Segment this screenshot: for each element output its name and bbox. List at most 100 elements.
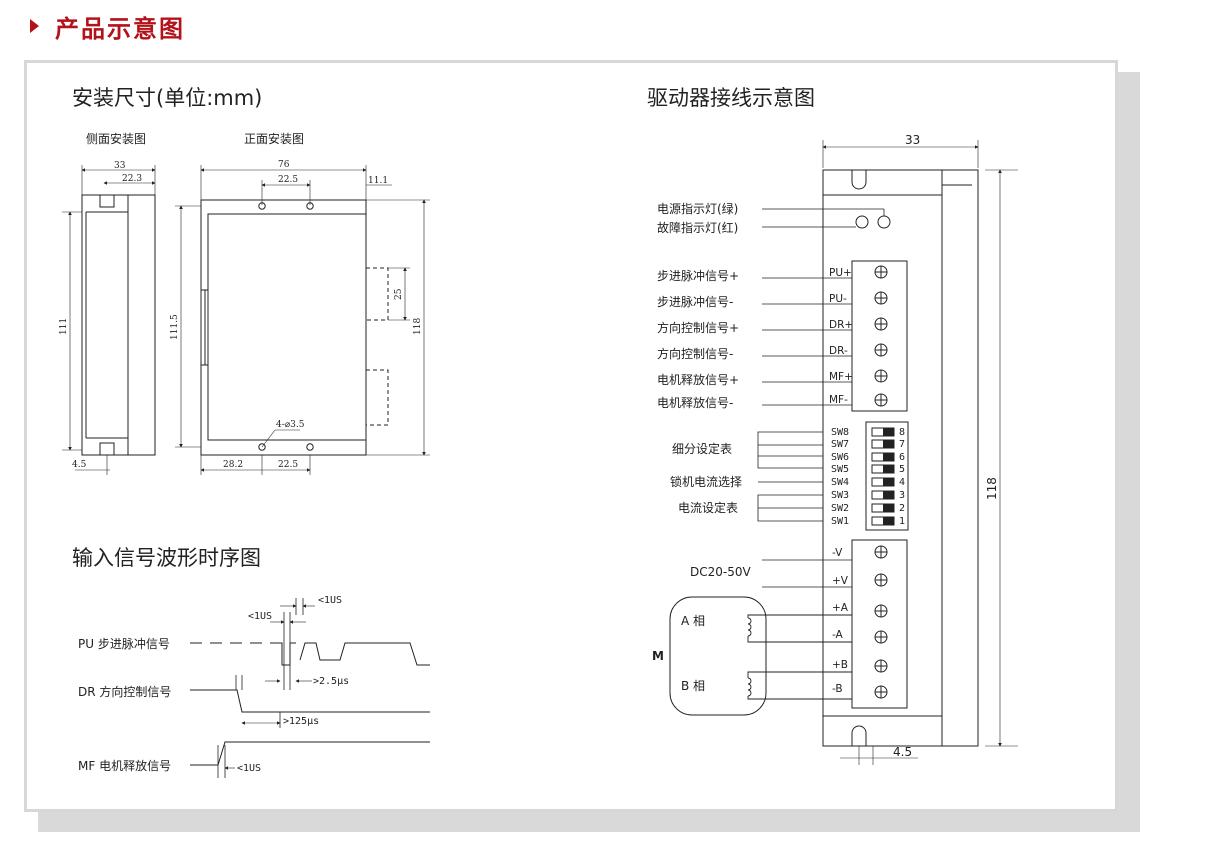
svg-text:3: 3 xyxy=(899,490,905,501)
front-hole-dim: 4-⌀3.5 xyxy=(276,420,305,430)
svg-text:6: 6 xyxy=(899,452,905,463)
svg-text:方向控制信号+: 方向控制信号+ xyxy=(657,320,739,335)
svg-text:MF+: MF+ xyxy=(829,371,853,383)
driver-outline xyxy=(669,140,1018,765)
triangle-bullet-icon xyxy=(30,19,39,33)
led-fault-label: 故障指示灯(红) xyxy=(657,220,738,235)
svg-text:1: 1 xyxy=(899,516,905,527)
svg-text:PU+: PU+ xyxy=(829,267,852,279)
switch-group-brackets xyxy=(757,431,823,522)
svg-text:SW5: SW5 xyxy=(831,464,849,475)
screw-terminal-icon xyxy=(874,343,888,357)
diagram-panel xyxy=(24,60,1118,812)
timing-waveforms xyxy=(190,598,430,778)
signal-row-pu-plus: 步进脉冲信号+ PU+ xyxy=(657,265,888,283)
timing-annotation-2: <1US xyxy=(248,611,272,622)
screw-terminal-icon xyxy=(874,393,888,407)
signal-rows: 步进脉冲信号+ PU+ 步进脉冲信号- PU- 方向控制信号+ DR+ 方向控制… xyxy=(657,265,888,410)
svg-text:-V: -V xyxy=(832,547,843,559)
screw-terminal-icon xyxy=(874,265,888,279)
svg-text:SW3: SW3 xyxy=(831,490,849,501)
dip-switch-sw8[interactable]: SW8 8 xyxy=(831,427,905,438)
power-label: DC20-50V xyxy=(690,565,751,579)
dip-switch-sw4[interactable]: SW4 4 xyxy=(831,477,905,488)
led-power-label: 电源指示灯(绿) xyxy=(657,201,738,216)
section-header: 产品示意图 xyxy=(30,8,185,44)
svg-text:-B: -B xyxy=(832,683,843,695)
front-notch-dim: 25 xyxy=(394,288,404,300)
svg-text:+V: +V xyxy=(832,575,849,587)
svg-text:MF-: MF- xyxy=(829,394,848,406)
svg-text:-A: -A xyxy=(832,629,844,641)
front-view-label: 正面安装图 xyxy=(244,131,304,146)
svg-text:SW1: SW1 xyxy=(831,516,849,527)
dip-switch-sw6[interactable]: SW6 6 xyxy=(831,452,905,463)
front-bottom-hole-dim: 22.5 xyxy=(278,460,298,470)
front-bottom-left-dim: 28.2 xyxy=(223,460,243,470)
svg-text:步进脉冲信号-: 步进脉冲信号- xyxy=(657,294,733,309)
motor-phase-b: B 相 xyxy=(681,679,705,693)
signal-row-dr-minus: 方向控制信号- DR- xyxy=(657,343,888,361)
screw-terminal-icon xyxy=(874,659,888,673)
header-title: 产品示意图 xyxy=(55,14,185,43)
wiring-bottom-dim: 4.5 xyxy=(893,745,912,759)
side-height-dim: 111 xyxy=(59,318,69,335)
screw-terminal-icon xyxy=(874,369,888,383)
dip-switch-sw1[interactable]: SW1 1 xyxy=(831,516,905,527)
timing-dr-label: DR 方向控制信号 xyxy=(78,684,171,699)
svg-text:步进脉冲信号+: 步进脉冲信号+ xyxy=(657,268,739,283)
motor-terminals: +A -A +B -B xyxy=(832,602,888,699)
timing-annotation-5: <1US xyxy=(237,763,261,774)
front-inner-height-dim: 111.5 xyxy=(170,314,180,340)
switch-group-lock-current: 锁机电流选择 xyxy=(670,474,742,489)
screw-terminal-icon xyxy=(874,317,888,331)
svg-text:8: 8 xyxy=(899,427,905,438)
screw-terminal-icon xyxy=(874,573,888,587)
timing-mf-label: MF 电机释放信号 xyxy=(78,758,171,773)
svg-text:4: 4 xyxy=(899,477,905,488)
svg-text:5: 5 xyxy=(899,464,905,475)
timing-annotation-3: >2.5μs xyxy=(313,676,349,687)
wiring-title: 驱动器接线示意图 xyxy=(647,86,815,110)
side-width-dim: 33 xyxy=(114,161,126,171)
svg-text:7: 7 xyxy=(899,439,905,450)
dip-switch-sw5[interactable]: SW5 5 xyxy=(831,464,905,475)
power-rows: -V +V xyxy=(762,545,888,588)
side-view-drawing xyxy=(62,165,156,475)
dip-switch-sw3[interactable]: SW3 3 xyxy=(831,490,905,501)
svg-text:电机释放信号+: 电机释放信号+ xyxy=(657,372,739,387)
svg-text:SW7: SW7 xyxy=(831,439,849,450)
front-ear-dim: 11.1 xyxy=(368,176,388,186)
switch-group-current: 电流设定表 xyxy=(678,500,738,515)
svg-text:+A: +A xyxy=(832,602,849,614)
switch-group-subdivision: 细分设定表 xyxy=(672,441,732,456)
screw-terminal-icon xyxy=(874,604,888,618)
svg-text:PU-: PU- xyxy=(829,293,847,305)
svg-text:电机释放信号-: 电机释放信号- xyxy=(657,395,733,410)
timing-pu-label: PU 步进脉冲信号 xyxy=(78,636,170,651)
svg-text:2: 2 xyxy=(899,503,905,514)
side-view-label: 侧面安装图 xyxy=(86,131,146,146)
svg-text:DR-: DR- xyxy=(829,345,848,357)
front-height-dim: 118 xyxy=(413,318,423,335)
signal-row-mf-minus: 电机释放信号- MF- xyxy=(657,393,888,410)
svg-text:SW6: SW6 xyxy=(831,452,849,463)
wiring-top-dim: 33 xyxy=(905,133,920,147)
screw-terminal-icon xyxy=(874,630,888,644)
wiring-height-dim: 118 xyxy=(985,477,999,500)
svg-text:SW8: SW8 xyxy=(831,427,849,438)
motor-phase-a: A 相 xyxy=(681,614,705,628)
side-hole-dim: 22.3 xyxy=(122,174,142,184)
signal-row-pu-minus: 步进脉冲信号- PU- xyxy=(657,291,888,309)
timing-annotation-4: >125μs xyxy=(283,716,319,727)
dip-switch-sw7[interactable]: SW7 7 xyxy=(831,439,905,450)
screw-terminal-icon xyxy=(874,685,888,699)
svg-text:+B: +B xyxy=(832,659,848,671)
front-view-drawing xyxy=(175,165,430,475)
svg-text:方向控制信号-: 方向控制信号- xyxy=(657,346,733,361)
signal-row-dr-plus: 方向控制信号+ DR+ xyxy=(657,317,888,335)
svg-text:SW4: SW4 xyxy=(831,477,849,488)
